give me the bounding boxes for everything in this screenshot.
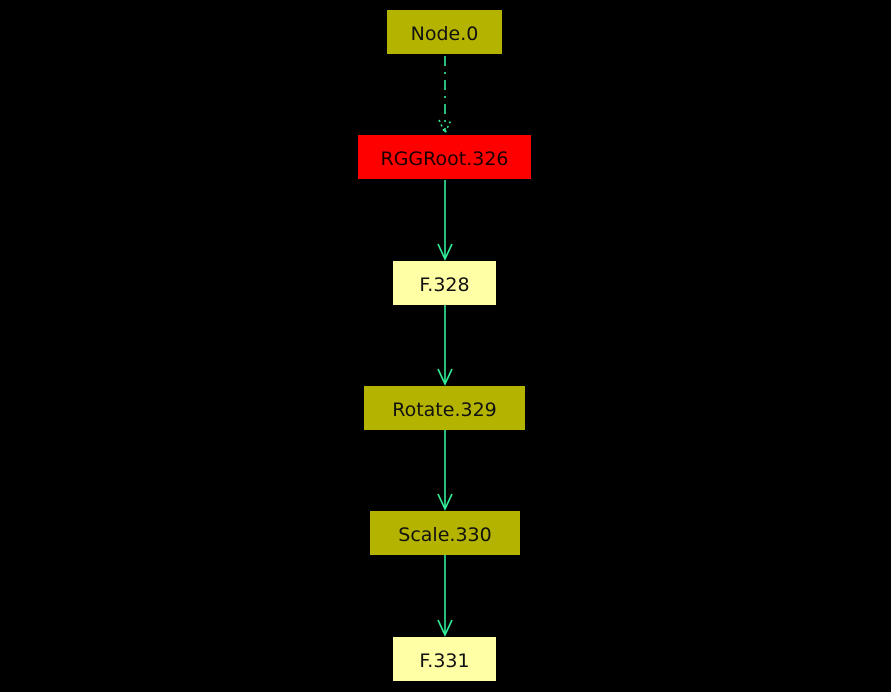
- edge-node0-to-rggroot: [438, 56, 452, 135]
- edge-f328-to-rotate: [437, 305, 453, 386]
- node-node-0[interactable]: Node.0: [387, 10, 502, 54]
- node-label: F.328: [419, 274, 470, 296]
- node-label: Rotate.329: [392, 399, 497, 421]
- node-rotate-329[interactable]: Rotate.329: [364, 386, 525, 430]
- node-f-331[interactable]: F.331: [393, 637, 496, 681]
- node-scale-330[interactable]: Scale.330: [370, 511, 520, 555]
- edge-scale-to-f331: [437, 555, 453, 637]
- node-label: Node.0: [410, 23, 479, 45]
- edge-rotate-to-scale: [437, 430, 453, 511]
- node-label: RGGRoot.326: [380, 148, 509, 170]
- edge-rggroot-to-f328: [437, 180, 453, 261]
- node-label: F.331: [419, 650, 470, 672]
- node-f-328[interactable]: F.328: [393, 261, 496, 305]
- node-rggroot[interactable]: RGGRoot.326: [358, 135, 531, 179]
- node-label: Scale.330: [398, 524, 492, 546]
